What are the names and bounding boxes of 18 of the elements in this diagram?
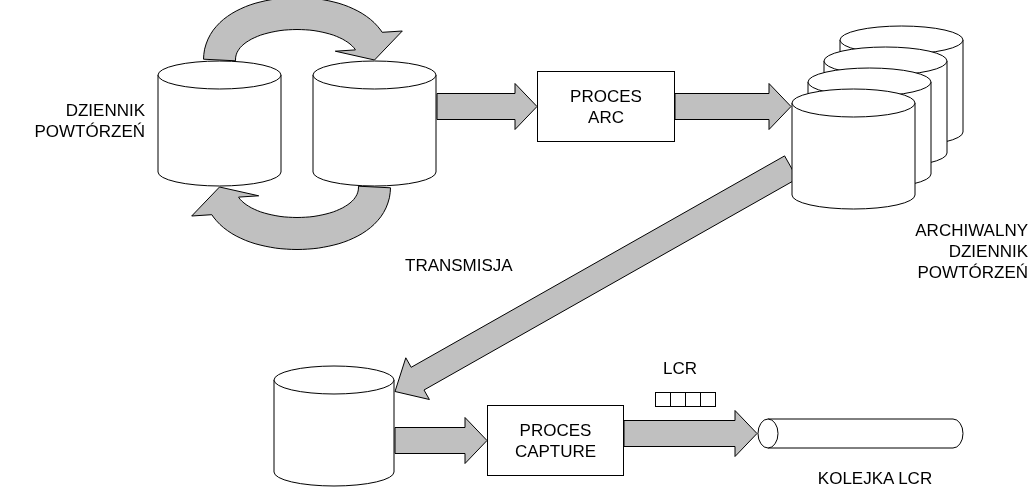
storage-label: KOLEJKA LCR [816,468,934,489]
block-arrow [203,0,403,62]
block-arrow [191,185,391,250]
block-arrow [394,417,488,464]
database-cylinder [312,60,437,187]
process-box [537,71,675,142]
block-arrow [623,410,758,457]
process-box [487,405,624,476]
database-stack [791,25,965,211]
block-arrow [674,83,792,130]
database-cylinder [273,365,395,487]
process-label: PROCES ARC [569,85,643,128]
storage-label: DZIENNIK POWTÓRZEŃ [33,100,145,142]
storage-label: ARCHIWALNY DZIENNIK POWTÓRZEŃ [914,220,1028,283]
block-arrow [436,83,538,130]
queue-cylinder [757,418,964,449]
database-cylinder [157,60,282,187]
process-label: PROCES CAPTURE [513,419,598,462]
